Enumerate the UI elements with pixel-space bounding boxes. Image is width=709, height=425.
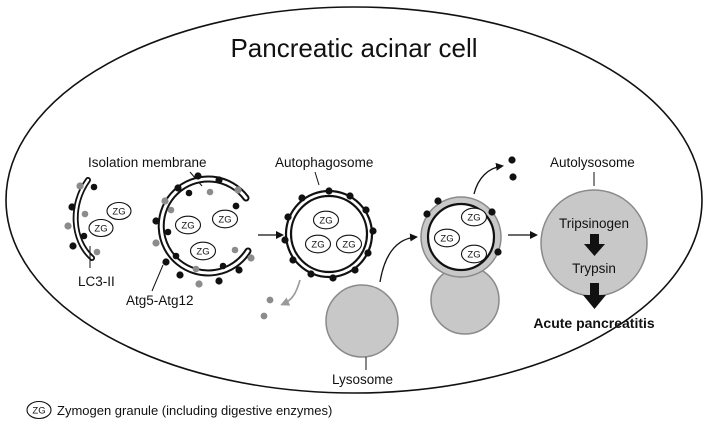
svg-text:ZG: ZG bbox=[311, 240, 324, 251]
lysosome bbox=[325, 284, 399, 358]
atg-leader-line bbox=[151, 264, 164, 292]
arrow-fusion bbox=[379, 233, 418, 283]
isolation-membrane-large bbox=[152, 172, 255, 288]
legend: ZG Zymogen granule (including digestive … bbox=[26, 400, 332, 420]
svg-text:ZG: ZG bbox=[94, 224, 107, 235]
legend-symbol-text: ZG bbox=[32, 406, 45, 417]
lysosome-label: Lysosome bbox=[332, 372, 393, 387]
atg-label: Atg5-Atg12 bbox=[126, 293, 194, 308]
trypsin-label: Trypsin bbox=[572, 261, 616, 276]
legend-text: Zymogen granule (including digestive enz… bbox=[57, 403, 332, 418]
zymogen-granule: ZG bbox=[335, 234, 363, 254]
zymogen-granule: ZG bbox=[460, 244, 488, 264]
svg-text:ZG: ZG bbox=[181, 221, 194, 232]
zymogen-granule: ZG bbox=[312, 210, 340, 230]
autophagosome-leader bbox=[314, 171, 320, 186]
svg-text:ZG: ZG bbox=[112, 207, 125, 218]
released-lc3-dots bbox=[260, 279, 301, 320]
released-dots bbox=[473, 156, 517, 195]
acute-pancreatitis-label: Acute pancreatitis bbox=[533, 315, 655, 331]
zymogen-granule: ZG bbox=[106, 201, 132, 221]
cell-title: Pancreatic acinar cell bbox=[230, 33, 477, 63]
zymogen-granule: ZG bbox=[174, 215, 202, 235]
lc3-label: LC3-II bbox=[78, 274, 115, 289]
legend-granule-symbol bbox=[26, 400, 52, 420]
zymogen-granule: ZG bbox=[460, 207, 488, 227]
svg-text:ZG: ZG bbox=[467, 213, 480, 224]
zymogen-granule: ZG bbox=[433, 228, 461, 248]
autolysosome-label: Autolysosome bbox=[550, 155, 635, 170]
outcome-arrow bbox=[583, 283, 606, 309]
svg-text:ZG: ZG bbox=[319, 216, 332, 227]
zymogen-granule: ZG bbox=[211, 209, 239, 229]
svg-text:ZG: ZG bbox=[342, 240, 355, 251]
zymogen-granule: ZG bbox=[189, 241, 217, 261]
svg-text:ZG: ZG bbox=[196, 247, 209, 258]
isolation-membrane-small bbox=[64, 177, 101, 261]
svg-text:ZG: ZG bbox=[218, 215, 231, 226]
isolation-membrane-label: Isolation membrane bbox=[88, 155, 207, 170]
autophagosome-label: Autophagosome bbox=[275, 155, 373, 170]
svg-text:ZG: ZG bbox=[440, 234, 453, 245]
activation-arrow bbox=[584, 234, 605, 256]
zymogen-granule: ZG bbox=[304, 234, 332, 254]
svg-text:ZG: ZG bbox=[467, 250, 480, 261]
tripsinogen-label: Tripsinogen bbox=[559, 216, 629, 231]
zymogen-granule: ZG bbox=[88, 218, 114, 238]
